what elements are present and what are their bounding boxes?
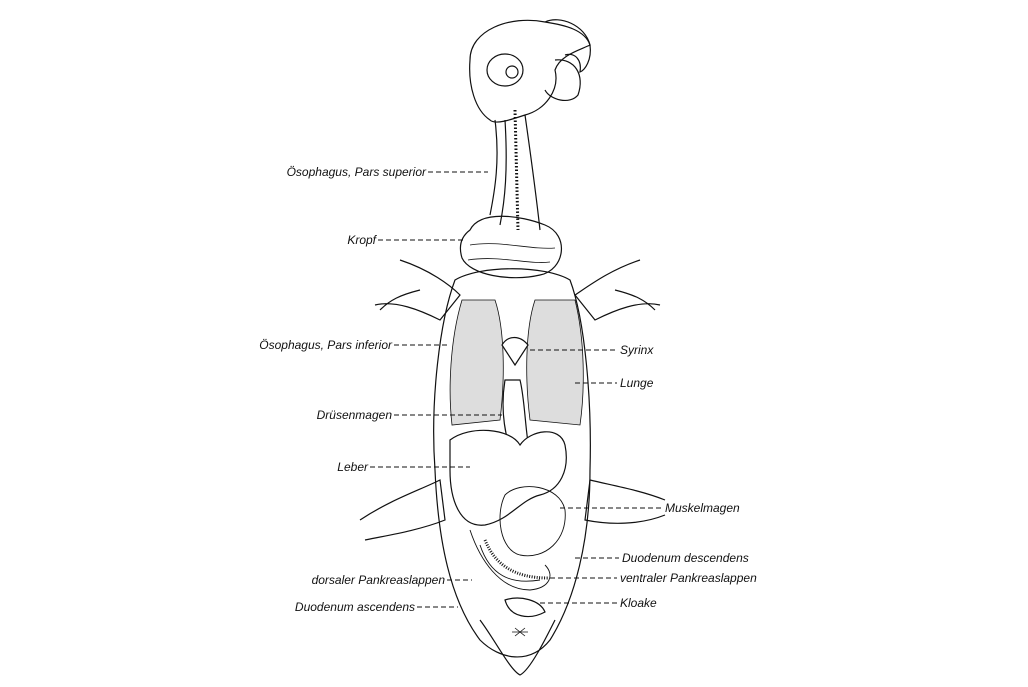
label-ventraler-pankreaslappen: ventraler Pankreaslappen (620, 571, 757, 585)
body-outline (433, 268, 591, 658)
label-syrinx: Syrinx (620, 343, 654, 357)
syrinx (501, 336, 529, 367)
right-lung (526, 299, 584, 426)
gizzard (499, 486, 566, 557)
head (469, 19, 591, 123)
label-esophagus-pars-superior: Ösophagus, Pars superior (286, 165, 426, 179)
left-lung (449, 299, 504, 426)
right-leg-skin (584, 479, 666, 524)
liver (449, 429, 567, 526)
left-leg-skin (359, 479, 446, 541)
left-wing-skin (374, 259, 461, 321)
leader-lines (370, 171, 662, 608)
label-leber: Leber (337, 460, 368, 474)
intestines (469, 529, 551, 591)
label-kropf: Kropf (347, 233, 376, 247)
label-muskelmagen: Muskelmagen (665, 501, 740, 515)
label-lunge: Lunge (620, 376, 654, 390)
label-duodenum-ascendens: Duodenum ascendens (294, 600, 415, 614)
label-dorsaler-pankreaslappen: dorsaler Pankreaslappen (311, 573, 445, 587)
right-wing-skin (574, 259, 661, 321)
cloaca (504, 597, 546, 618)
label-duodenum-descendens: Duodenum descendens (622, 551, 749, 565)
pancreas (483, 539, 549, 580)
label-esophagus-pars-inferior: Ösophagus, Pars inferior (259, 338, 392, 352)
neck-esophagus (489, 109, 541, 231)
label-kloake: Kloake (620, 596, 657, 610)
label-druesenmagen: Drüsenmagen (316, 408, 392, 422)
crop-kropf (459, 215, 562, 279)
